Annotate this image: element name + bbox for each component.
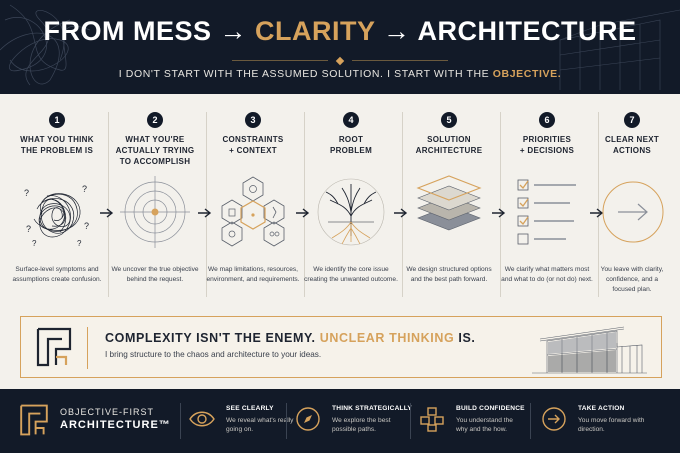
- divider: [286, 403, 287, 439]
- diamond-ornament: [335, 56, 345, 66]
- target-icon: [120, 176, 190, 248]
- header-scribble-decoration: [0, 4, 91, 86]
- step-number: 2: [147, 112, 163, 128]
- process-steps: 1 WHAT YOU THINK THE PROBLEM IS ? ? ? ? …: [10, 102, 670, 302]
- blocks-icon: [420, 407, 444, 432]
- arrow-right-icon: [394, 208, 408, 218]
- tree-roots-icon: [317, 178, 385, 246]
- step-6: 6 PRIORITIES + DECISIONS We clarify what: [500, 102, 594, 302]
- footer-logo-icon: [20, 404, 48, 436]
- divider: [352, 60, 448, 61]
- header: FROM MESS → CLARITY → ARCHITECTURE I DON…: [0, 0, 680, 94]
- step-title: CONSTRAINTS + CONTEXT: [222, 135, 284, 155]
- arrow-circle-icon: [602, 181, 664, 243]
- compass-icon: [296, 407, 320, 431]
- footer-item-description: You understand the why and the how.: [456, 417, 513, 433]
- arrow-right-icon: [492, 208, 506, 218]
- divider: [402, 112, 403, 297]
- callout-description: I bring structure to the chaos and archi…: [105, 350, 322, 359]
- step-5: 5 SOLUTION ARCHITECTURE We design struct…: [402, 102, 496, 302]
- hexagon-network-icon: [221, 176, 285, 247]
- page-subtitle: I DON'T START WITH THE ASSUMED SOLUTION.…: [118, 68, 562, 80]
- title-accent: CLARITY: [255, 16, 376, 46]
- divider: [410, 403, 411, 439]
- layers-icon: [416, 175, 482, 231]
- divider: [180, 403, 181, 439]
- footer: OBJECTIVE-FIRST ARCHITECTURE™ SEE CLEARL…: [0, 389, 680, 453]
- step-number: 5: [441, 112, 457, 128]
- step-number: 4: [343, 112, 359, 128]
- step-description: We clarify what matters most and what to…: [501, 266, 593, 283]
- svg-text:?: ?: [77, 239, 82, 248]
- step-description: We map limitations, resources, environme…: [206, 266, 300, 283]
- step-3: 3 CONSTRAINTS + CONTEXT We map limitatio…: [206, 102, 300, 302]
- arrow-right-circle-icon: [542, 407, 566, 431]
- svg-text:?: ?: [84, 221, 89, 231]
- callout-banner: COMPLEXITY ISN'T THE ENEMY. UNCLEAR THIN…: [20, 316, 662, 378]
- step-title: ROOT PROBLEM: [329, 135, 373, 155]
- step-title: WHAT YOU'RE ACTUALLY TRYING TO ACCOMPLIS…: [115, 135, 195, 166]
- divider: [598, 112, 599, 297]
- footer-item-title: BUILD CONFIDENCE: [456, 405, 525, 412]
- step-description: You leave with clarity, confidence, and …: [600, 266, 664, 293]
- page-title: FROM MESS → CLARITY → ARCHITECTURE: [43, 16, 637, 46]
- divider: [500, 112, 501, 297]
- checklist-icon: [517, 179, 576, 245]
- step-title: CLEAR NEXT ACTIONS: [604, 135, 660, 155]
- step-number: 6: [539, 112, 555, 128]
- footer-item-description: You move forward with direction.: [578, 417, 645, 433]
- step-title: SOLUTION ARCHITECTURE: [415, 135, 483, 155]
- arrow-right-icon: [296, 208, 310, 218]
- step-description: Surface-level symptoms and assumptions c…: [12, 266, 102, 283]
- arrow-right-icon: [198, 208, 212, 218]
- svg-text:?: ?: [24, 188, 29, 198]
- step-2: 2 WHAT YOU'RE ACTUALLY TRYING TO ACCOMPL…: [108, 102, 202, 302]
- callout-title-accent: UNCLEAR THINKING: [319, 331, 455, 345]
- step-4: 4 ROOT PROBLEM We identify the core issu…: [304, 102, 398, 302]
- divider: [530, 403, 531, 439]
- step-number: 1: [49, 112, 65, 128]
- svg-text:?: ?: [82, 184, 87, 194]
- footer-item-description: We explore the best possible paths.: [332, 417, 391, 433]
- footer-item-title: THINK STRATEGICALLY: [332, 405, 412, 412]
- divider: [304, 112, 305, 297]
- divider: [87, 327, 88, 369]
- svg-text:?: ?: [26, 224, 31, 234]
- step-7: 7 CLEAR NEXT ACTIONS You leave with clar…: [594, 102, 670, 302]
- step-description: We design structured options and the bes…: [406, 266, 492, 283]
- step-description: We uncover the true objective behind the…: [111, 266, 199, 283]
- scribble-icon: ? ? ? ? ? ?: [24, 184, 89, 248]
- building-sketch-icon: [532, 326, 647, 374]
- brand-line-2: ARCHITECTURE™: [60, 419, 171, 431]
- arrow-right-icon: [590, 208, 604, 218]
- svg-text:?: ?: [32, 239, 37, 248]
- footer-item-title: SEE CLEARLY: [226, 405, 274, 412]
- eye-icon: [189, 411, 215, 427]
- brand-line-1: OBJECTIVE-FIRST: [60, 407, 155, 417]
- divider: [108, 112, 109, 297]
- step-number: 3: [245, 112, 261, 128]
- step-title: PRIORITIES + DECISIONS: [519, 135, 575, 155]
- arrow-right-icon: [100, 208, 114, 218]
- footer-item-description: We reveal what's really going on.: [226, 417, 294, 433]
- step-number: 7: [624, 112, 640, 128]
- divider: [206, 112, 207, 297]
- footer-item-title: TAKE ACTION: [578, 405, 625, 412]
- divider: [232, 60, 328, 61]
- step-title: WHAT YOU THINK THE PROBLEM IS: [20, 135, 94, 155]
- step-description: We identify the core issue creating the …: [304, 266, 398, 283]
- step-1: 1 WHAT YOU THINK THE PROBLEM IS ? ? ? ? …: [10, 102, 104, 302]
- architecture-logo-icon: [36, 327, 72, 367]
- callout-title: COMPLEXITY ISN'T THE ENEMY. UNCLEAR THIN…: [105, 331, 476, 345]
- subtitle-accent: OBJECTIVE.: [492, 68, 562, 80]
- header-building-decoration: [559, 9, 680, 90]
